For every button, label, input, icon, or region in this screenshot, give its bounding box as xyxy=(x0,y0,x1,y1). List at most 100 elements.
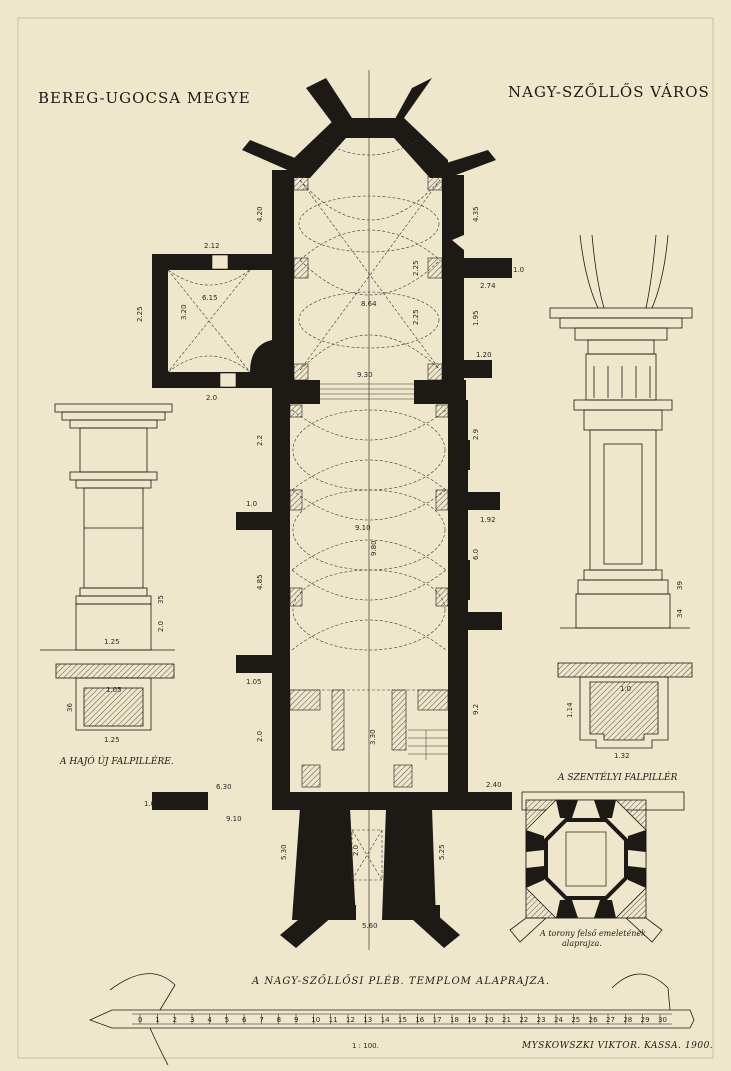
dim-left-section-depth: 36 xyxy=(66,703,74,712)
dim-sacristy-width: 2.12 xyxy=(204,242,220,250)
scale-tick-label: 0 xyxy=(138,1016,142,1024)
scale-tick-label: 2 xyxy=(173,1016,177,1024)
right-detail-caption: A SZENTÉLYI FALPILLÉR xyxy=(557,771,678,783)
choir-vaulting xyxy=(298,139,441,371)
choir-piers xyxy=(293,175,443,381)
scale-tick-label: 9 xyxy=(294,1016,298,1024)
dim-choir-right: 4.35 xyxy=(472,206,480,222)
dim-west-right: 2.40 xyxy=(486,781,502,789)
dim-choir-bay-right: 2.25 xyxy=(412,260,420,276)
dim-tower-right: 5.25 xyxy=(438,844,446,860)
dim-nave-width: 9.10 xyxy=(355,524,371,532)
dim-west-span: 6.30 xyxy=(216,783,232,791)
sheet-border xyxy=(17,17,714,1059)
tower-upper-plan xyxy=(509,791,685,943)
dim-tower-inner: 2.0 xyxy=(352,845,360,856)
scale-tick-label: 24 xyxy=(554,1016,563,1024)
dim-choir-pier: 1.0 xyxy=(513,266,524,274)
dim-tower-pier: 1.0 xyxy=(144,800,155,808)
scale-tick-label: 11 xyxy=(329,1016,338,1024)
west-gallery xyxy=(289,689,449,788)
scale-tick-label: 10 xyxy=(311,1016,320,1024)
tower-walls xyxy=(152,792,512,948)
dim-left-pier-h2: 35 xyxy=(157,595,165,604)
dim-choir-span: 9.30 xyxy=(357,371,373,379)
dim-left-pier-height: 2.0 xyxy=(157,621,165,632)
scale-tick-label: 29 xyxy=(641,1016,650,1024)
town-title: NAGY-SZŐLLŐS VÁROS xyxy=(508,83,710,101)
dim-nave-right-3: 9.2 xyxy=(472,704,480,715)
tower-caption-line2: alaprajza. xyxy=(562,939,602,948)
dim-choir-pier2: 1.95 xyxy=(472,310,480,326)
scale-tick-label: 19 xyxy=(467,1016,476,1024)
main-caption: A NAGY-SZŐLLŐSI PLÉB. TEMPLOM ALAPRAJZA. xyxy=(251,974,550,987)
dim-nave-buttress-left-2: 1.05 xyxy=(246,678,262,686)
dim-nave-left-3: 2.0 xyxy=(256,731,264,742)
scale-tick-label: 15 xyxy=(398,1016,407,1024)
tower-caption-line1: A torony felső emeletének xyxy=(539,929,646,938)
dim-tower-left: 5.30 xyxy=(280,844,288,860)
scale-tick-label: 3 xyxy=(190,1016,194,1024)
dim-left-section-base: 1.25 xyxy=(104,736,120,744)
dim-nave-buttress-right: 1.92 xyxy=(480,516,496,524)
scale-tick-label: 22 xyxy=(519,1016,528,1024)
dim-right-pier-h2: 34 xyxy=(676,609,684,618)
scale-tick-label: 7 xyxy=(259,1016,263,1024)
scale-bar-ribbon xyxy=(88,973,695,1066)
scale-tick-label: 4 xyxy=(207,1016,212,1024)
sacristy-openings xyxy=(211,254,237,388)
dim-choir-left: 4.20 xyxy=(256,206,264,222)
county-title: BEREG-UGOCSA MEGYE xyxy=(38,89,251,107)
nave-walls xyxy=(236,400,502,795)
scale-tick-label: 30 xyxy=(658,1016,667,1024)
scale-tick-label: 14 xyxy=(381,1016,390,1024)
tower-stair xyxy=(351,829,383,881)
scale-tick-label: 17 xyxy=(433,1016,442,1024)
dim-nave-buttress-left: 1.0 xyxy=(246,500,257,508)
dim-nave-left-2: 4.85 xyxy=(256,574,264,590)
dim-sacristy-inner: 6.15 xyxy=(202,294,218,302)
dim-nave-right-2: 6.0 xyxy=(472,549,480,560)
scale-tick-label: 16 xyxy=(415,1016,424,1024)
dim-right-section-base: 1.32 xyxy=(614,752,630,760)
left-detail-caption: A HAJÓ ÚJ FALPILLÉRE. xyxy=(59,755,174,767)
dim-choir-bay: 2.25 xyxy=(412,309,420,325)
dim-nave-length: 9.80 xyxy=(370,540,378,556)
left-pier-section xyxy=(55,663,175,731)
dim-sacristy-height: 3.20 xyxy=(180,304,188,320)
dim-right-pier-h1: 39 xyxy=(676,581,684,590)
right-pier-section xyxy=(557,662,693,749)
right-pier-elevation xyxy=(549,234,693,629)
dim-west-left: 9.10 xyxy=(226,815,242,823)
dim-nave-right-1: 2.9 xyxy=(472,429,480,440)
scale-tick-label: 18 xyxy=(450,1016,459,1024)
scale-tick-label: 26 xyxy=(589,1016,598,1024)
scale-tick-label: 23 xyxy=(537,1016,546,1024)
dim-choir-buttress: 2.74 xyxy=(480,282,496,290)
signature: MYSKOWSZKI VIKTOR. KASSA. 1900. xyxy=(521,1041,713,1051)
choir-steps xyxy=(320,383,414,400)
choir-walls xyxy=(242,78,512,404)
scale-tick-label: 8 xyxy=(277,1016,281,1024)
sacristy-vaulting xyxy=(167,269,251,373)
scale-tick-label: 27 xyxy=(606,1016,615,1024)
dim-tower-door: 3.30 xyxy=(369,729,377,745)
dim-left-section-width: 1.05 xyxy=(106,686,122,694)
scale-tick-label: 25 xyxy=(571,1016,580,1024)
plan-dimensions: 2.12 6.15 3.20 2.25 2.0 4.20 4.35 8.64 9… xyxy=(136,206,524,930)
scale-tick-label: 6 xyxy=(242,1016,247,1024)
scale-note: 1 : 100. xyxy=(352,1042,379,1050)
dim-choir-end: 1.20 xyxy=(476,351,492,359)
dim-right-section-depth: 1.14 xyxy=(566,702,574,718)
scale-tick-label: 20 xyxy=(485,1016,494,1024)
scale-tick-label: 5 xyxy=(225,1016,229,1024)
dim-sacristy-depth: 2.25 xyxy=(136,306,144,322)
dim-tower-bottom: 5.60 xyxy=(362,922,378,930)
scale-tick-label: 12 xyxy=(346,1016,355,1024)
scale-tick-label: 21 xyxy=(502,1016,511,1024)
scale-tick-label: 1 xyxy=(155,1016,159,1024)
nave-piers xyxy=(289,404,449,607)
